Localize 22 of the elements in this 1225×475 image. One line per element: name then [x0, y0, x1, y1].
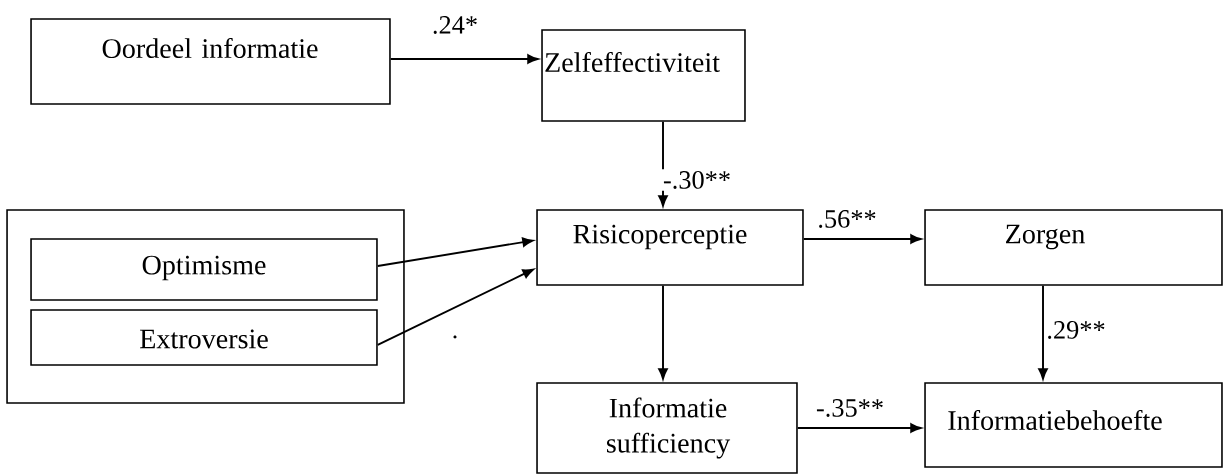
arrow — [1038, 284, 1048, 380]
node-box: Extroversie — [30, 309, 378, 366]
edge-label: .56** — [815, 208, 879, 230]
arrow — [389, 54, 539, 64]
node-box: Oordeel informatie — [30, 18, 391, 105]
node-box: Zorgen — [924, 209, 1223, 286]
arrow — [802, 234, 922, 244]
node-box: Optimisme — [30, 238, 378, 301]
arrow — [376, 268, 534, 346]
edge-label: .29** — [1044, 319, 1108, 341]
node-box: Informatie sufficiency — [536, 382, 798, 474]
edge-label: .24* — [430, 14, 480, 36]
edge-label: -.35** — [814, 397, 886, 419]
node-box: Zelfeffectiviteit — [541, 29, 746, 122]
node-box: Risicoperceptie — [536, 209, 804, 286]
arrow — [376, 237, 534, 267]
group-box — [6, 209, 405, 404]
edge-label: -.30** — [661, 169, 733, 191]
node-box: Informatiebehoefte — [924, 382, 1223, 468]
arrow — [796, 423, 922, 433]
dot-mark: . — [453, 335, 457, 339]
arrow — [658, 284, 668, 380]
